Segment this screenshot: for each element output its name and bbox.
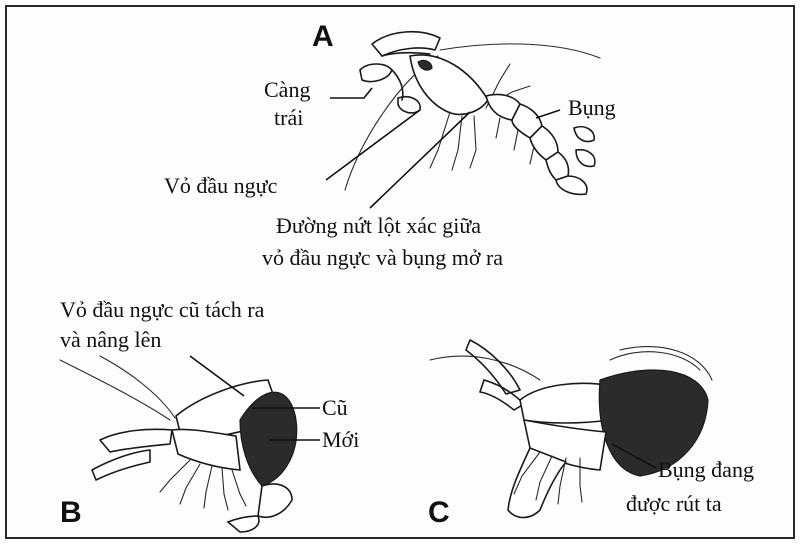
crayfish-c-drawing bbox=[429, 339, 713, 519]
label-vo-dau-nguc: Vỏ đầu ngực bbox=[164, 173, 278, 198]
label-cang-trai-line2: trái bbox=[274, 105, 304, 130]
label-cu: Cũ bbox=[322, 395, 348, 420]
panel-letter-c: C bbox=[428, 496, 450, 529]
panel-letter-a: A bbox=[312, 20, 334, 53]
label-vo-cu-line1: Vỏ đầu ngực cũ tách ra bbox=[60, 297, 265, 322]
label-bung: Bụng bbox=[568, 95, 616, 120]
label-bung-rut-line2: được rút ta bbox=[626, 491, 722, 516]
label-vo-cu-line2: và nâng lên bbox=[60, 327, 162, 352]
label-duong-nut-line2: vỏ đầu ngực và bụng mở ra bbox=[262, 245, 504, 270]
label-cang-trai-line1: Càng bbox=[264, 77, 311, 102]
label-duong-nut-line1: Đường nứt lột xác giữa bbox=[276, 213, 482, 238]
panel-letter-b: B bbox=[60, 496, 82, 529]
label-moi: Mới bbox=[322, 427, 360, 452]
crayfish-a-drawing bbox=[344, 30, 601, 196]
crayfish-b-drawing bbox=[59, 355, 298, 533]
label-bung-rut-line1: Bụng đang bbox=[658, 457, 754, 482]
